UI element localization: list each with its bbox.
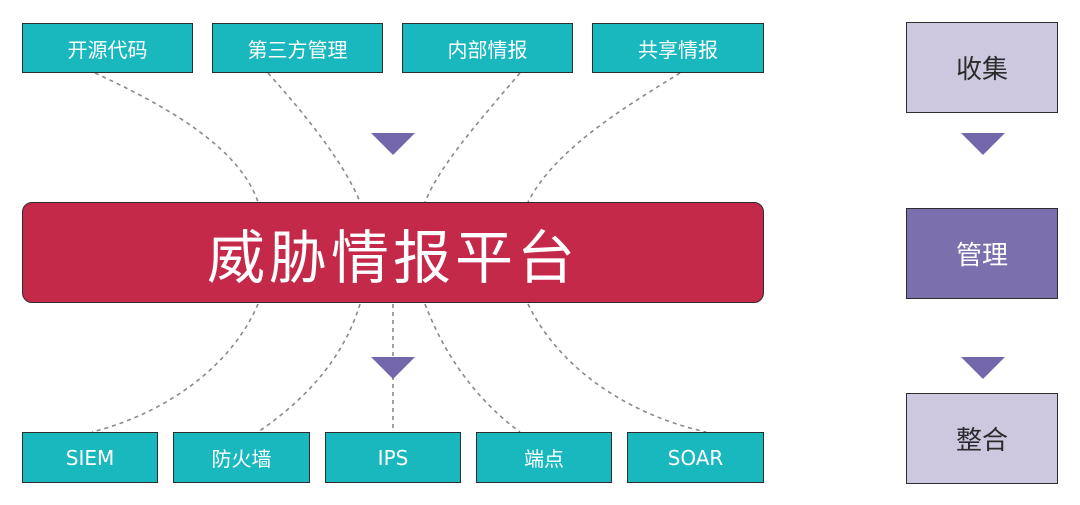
source-box-third-party: 第三方管理 <box>212 23 383 73</box>
arrow-down-icon <box>371 133 415 155</box>
arrow-down-icon <box>961 133 1005 155</box>
output-box-soar: SOAR <box>627 432 764 483</box>
output-box-endpoint: 端点 <box>476 432 612 483</box>
arrow-down-icon <box>371 357 415 379</box>
connector-output-5 <box>527 303 707 433</box>
source-box-internal-intel: 内部情报 <box>402 23 573 73</box>
output-box-ips: IPS <box>325 432 461 483</box>
stage-manage: 管理 <box>906 208 1058 299</box>
connector-source-2 <box>267 72 361 203</box>
output-box-siem: SIEM <box>22 432 158 483</box>
connector-output-2 <box>257 303 361 433</box>
stage-integrate: 整合 <box>906 393 1058 484</box>
connector-output-4 <box>424 303 521 433</box>
connector-source-4 <box>527 72 681 203</box>
output-box-firewall: 防火墙 <box>173 432 310 483</box>
source-box-open-source: 开源代码 <box>22 23 193 73</box>
connector-source-1 <box>94 72 259 203</box>
source-box-shared-intel: 共享情报 <box>592 23 764 73</box>
stage-collect: 收集 <box>906 22 1058 113</box>
arrow-down-icon <box>961 357 1005 379</box>
connector-output-1 <box>91 303 259 433</box>
connector-source-3 <box>424 72 521 203</box>
threat-intel-platform: 威胁情报平台 <box>22 202 764 303</box>
